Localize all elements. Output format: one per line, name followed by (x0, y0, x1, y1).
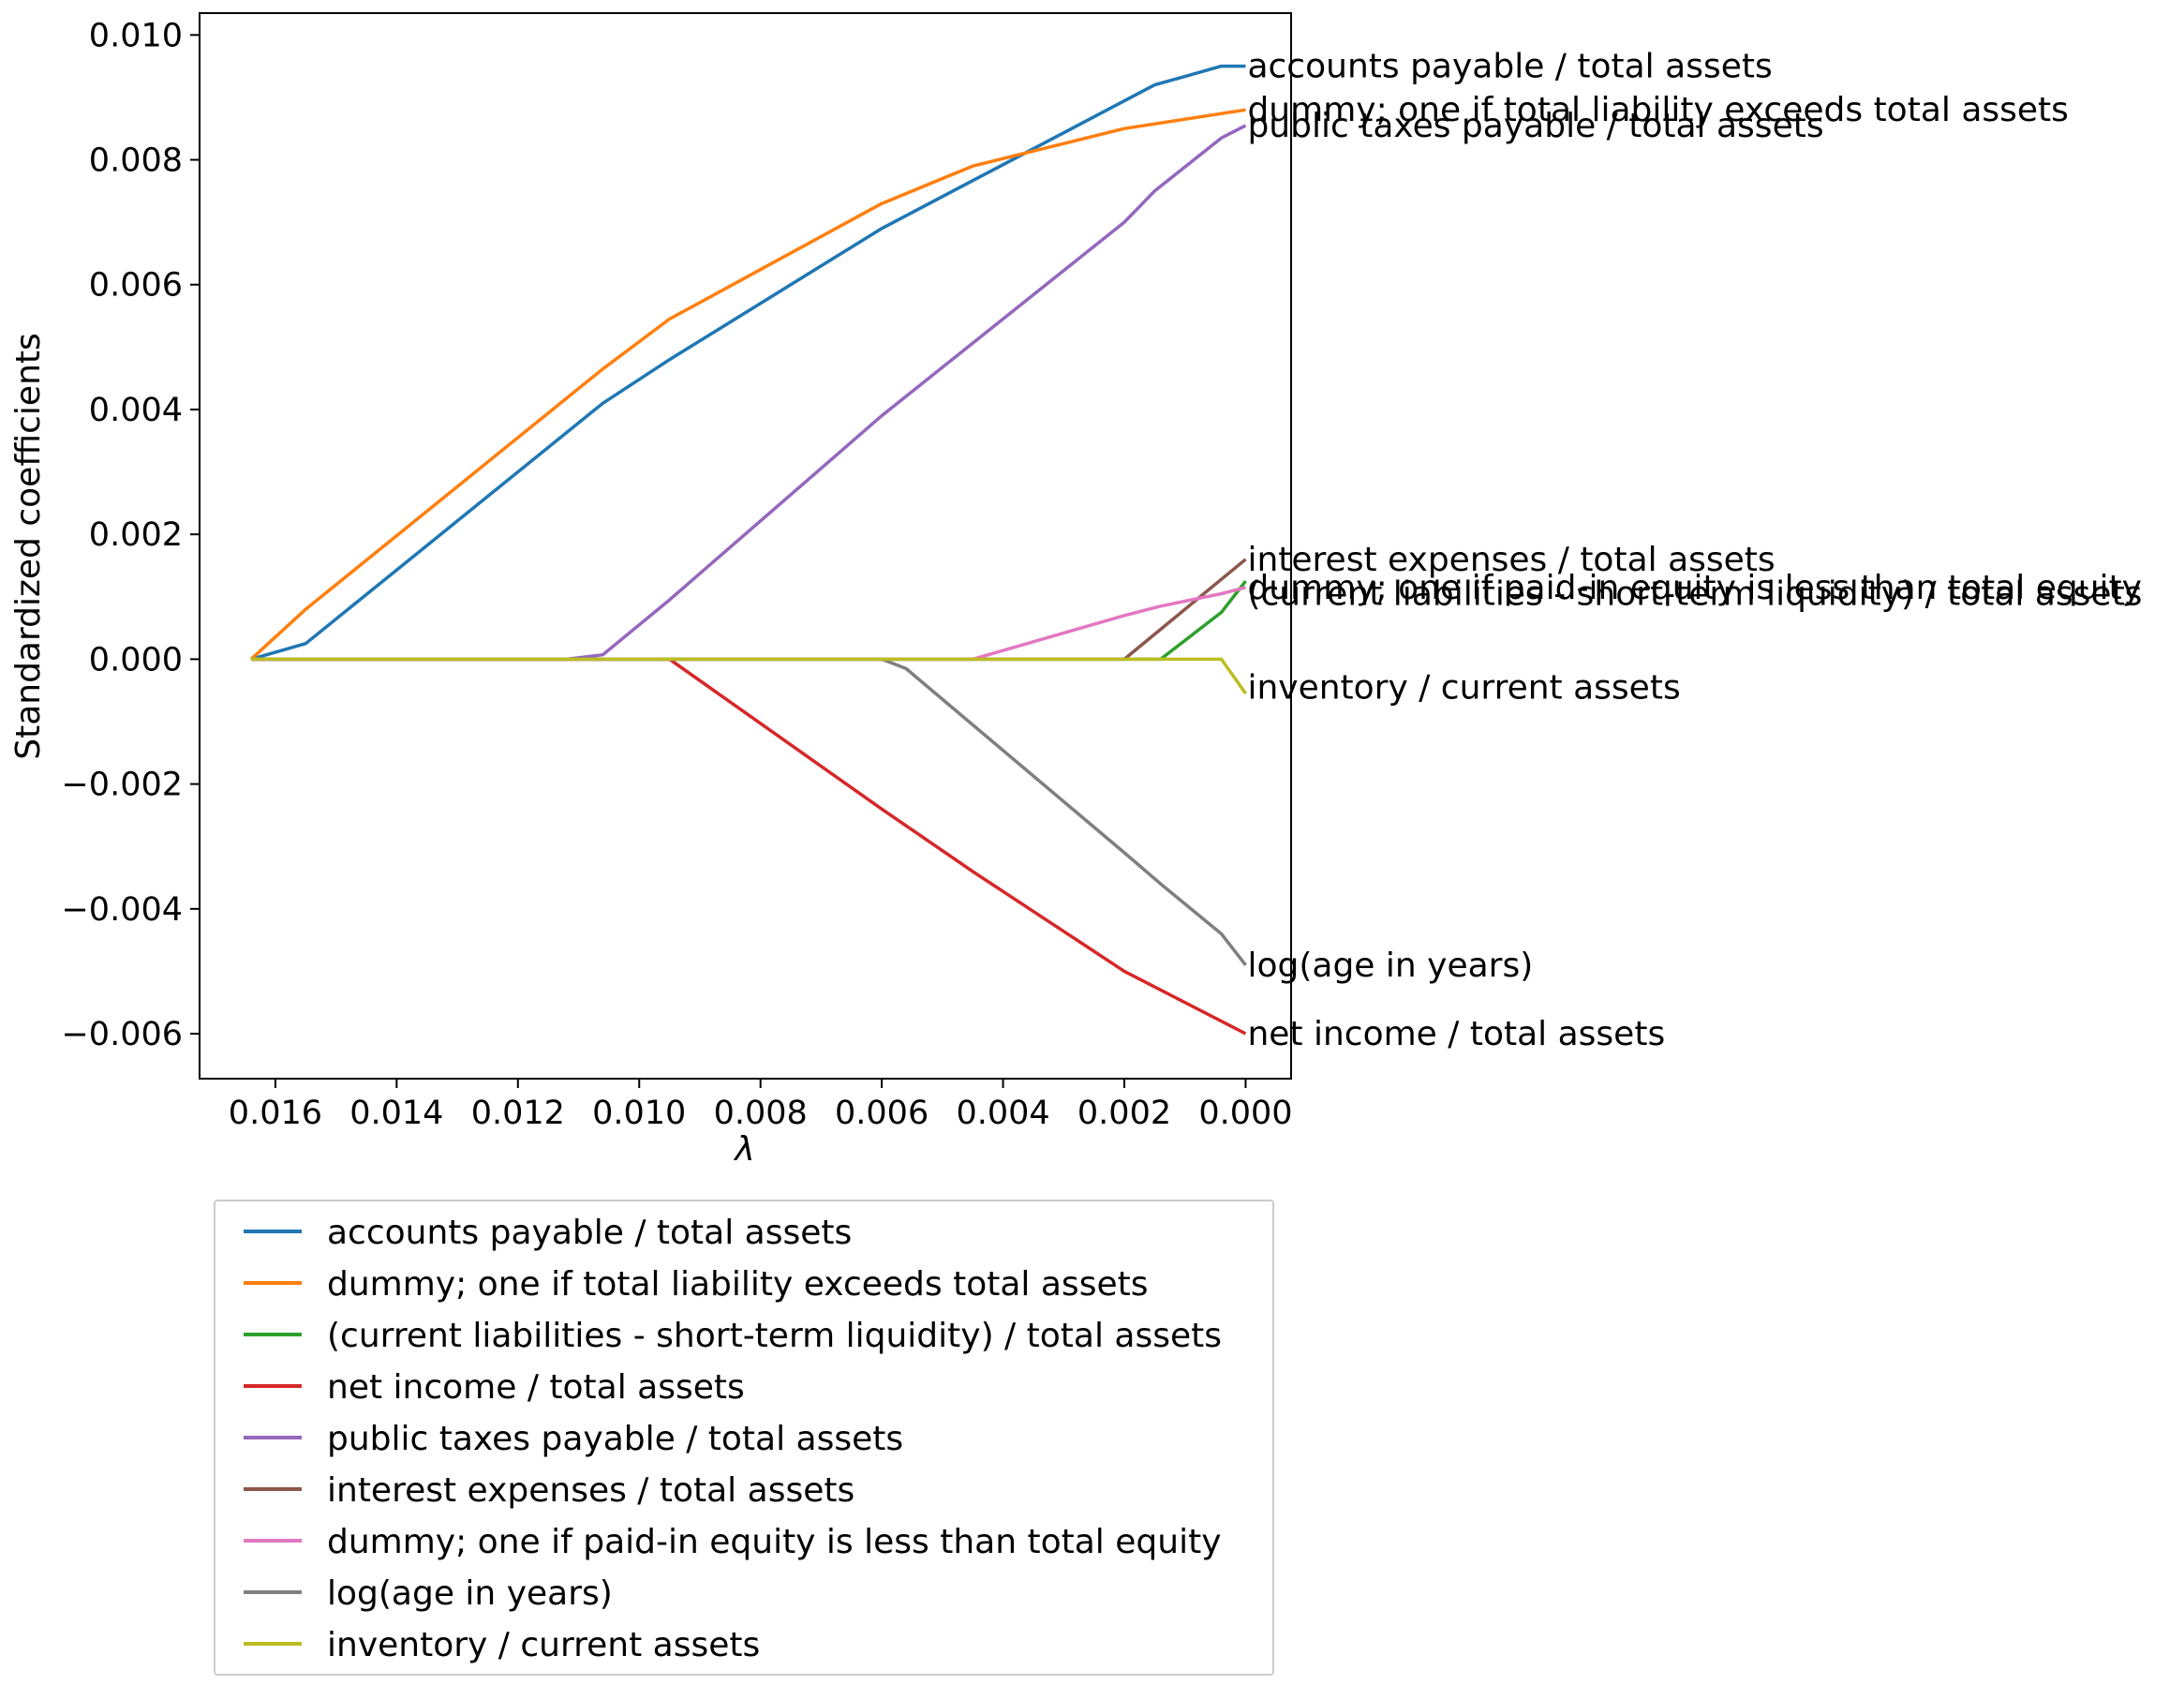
x-axis-label: λ (733, 1130, 754, 1169)
x-axis: 0.016 0.014 0.012 0.010 0.008 0.006 0.004 0.002… (229, 1079, 1293, 1132)
x-tick-label: 0.004 (956, 1095, 1049, 1132)
line-end-label: inventory / current assets (1247, 668, 1680, 707)
line-end-label: interest expenses / total assets (1247, 541, 1775, 579)
legend-entry: dummy; one if paid-in equity is less tha… (327, 1523, 1222, 1561)
x-tick-label: 0.010 (592, 1095, 686, 1132)
x-tick-label: 0.006 (835, 1095, 929, 1132)
line-end-label: dummy; one if paid-in equity is less tha… (1247, 569, 2142, 607)
y-tick-label: 0.004 (89, 392, 183, 429)
legend: accounts payable / total assets dummy; on… (214, 1200, 1274, 1676)
y-tick-label: 0.000 (89, 641, 183, 678)
series-line-9 (251, 657, 1247, 695)
y-tick-label: −0.006 (61, 1016, 183, 1053)
legend-entry: log(age in years) (327, 1574, 613, 1613)
x-tick-label: 0.016 (229, 1095, 322, 1132)
line-end-labels: accounts payable / total assets dummy; on… (1247, 48, 2142, 1053)
series-line-8 (251, 657, 1247, 966)
legend-entry: interest expenses / total assets (327, 1471, 854, 1510)
y-tick-label: −0.004 (61, 891, 183, 929)
line-end-label: log(age in years) (1247, 947, 1533, 985)
line-end-label: (current liabilities - short-term liquid… (1247, 574, 2142, 613)
series-line-5 (251, 124, 1247, 662)
x-tick-label: 0.000 (1198, 1095, 1292, 1132)
series-line-3 (251, 580, 1247, 662)
series-line-2 (249, 108, 1246, 661)
x-tick-label: 0.014 (349, 1095, 443, 1132)
line-end-label: net income / total assets (1247, 1015, 1665, 1053)
legend-entry: dummy; one if total liability exceeds to… (327, 1265, 1148, 1304)
x-tick-label: 0.002 (1077, 1095, 1171, 1132)
y-tick-label: 0.008 (89, 142, 183, 180)
legend-entry: inventory / current assets (327, 1626, 760, 1664)
plot-area-frame (199, 12, 1292, 1080)
legend-box (214, 1200, 1274, 1676)
line-end-label: dummy; one if total liability exceeds to… (1247, 91, 2068, 129)
series-line-7 (251, 586, 1246, 662)
series-line-4 (251, 657, 1247, 1036)
legend-entry: net income / total assets (327, 1368, 745, 1407)
y-tick-label: 0.006 (89, 267, 183, 305)
x-tick-label: 0.012 (471, 1095, 565, 1132)
x-tick-label: 0.008 (714, 1095, 808, 1132)
y-tick-label: −0.002 (61, 767, 183, 804)
legend-entry: accounts payable / total assets (327, 1214, 852, 1252)
legend-entry: public taxes payable / total assets (327, 1420, 903, 1458)
y-tick-label: 0.002 (89, 516, 183, 554)
y-axis: −0.006 −0.004 −0.002 0.000 0.002 0.004 0.006 0.… (61, 17, 200, 1053)
line-end-label: accounts payable / total assets (1247, 48, 1772, 86)
series-line-6 (251, 558, 1247, 662)
series-lines (249, 64, 1247, 1036)
legend-entry: (current liabilities - short-term liquid… (327, 1317, 1222, 1355)
series-line-1 (250, 64, 1246, 662)
y-axis-label: Standardized coefficients (9, 333, 48, 760)
line-end-label: public taxes payable / total assets (1247, 107, 1823, 145)
y-tick-label: 0.010 (89, 17, 183, 54)
